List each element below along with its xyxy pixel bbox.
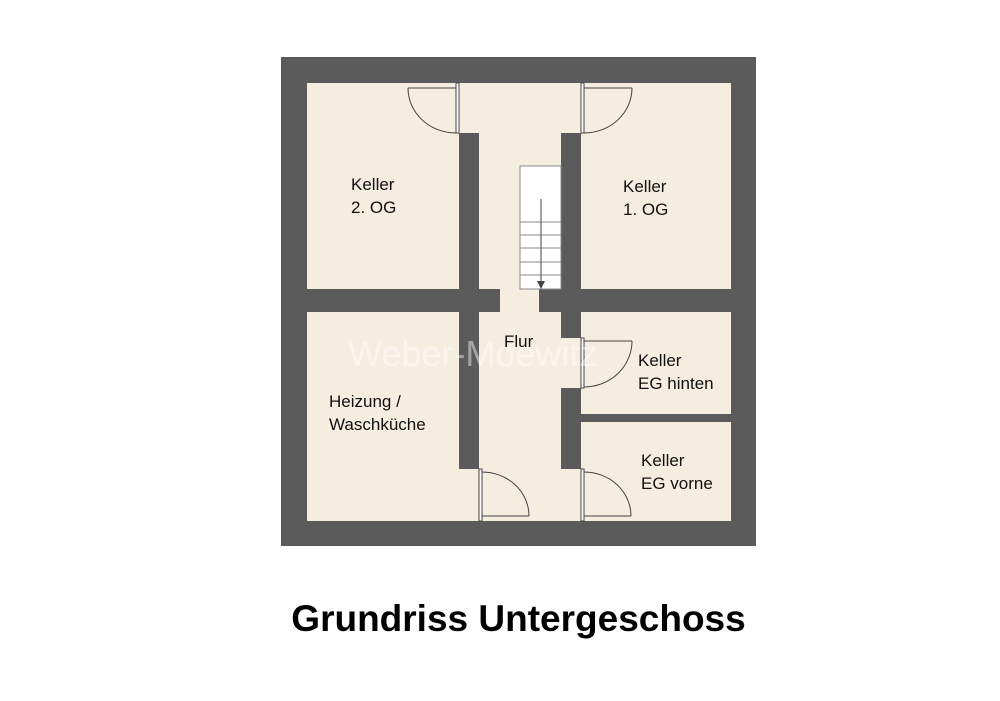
wall-horizontal-left (307, 289, 500, 312)
room-name: Keller (351, 175, 395, 194)
room-name: Keller (641, 451, 685, 470)
wall-corridor-left-upper (459, 133, 479, 289)
room-floor: 2. OG (351, 198, 397, 217)
arrow-head-icon (537, 281, 545, 289)
door-keller-eg-vorne (580, 468, 632, 522)
door-keller-2og (407, 82, 460, 134)
wall-corridor-right-lower (561, 388, 581, 469)
room-name: Flur (504, 332, 534, 351)
wall-corridor-right-upper (561, 133, 581, 289)
wall-corridor-right-mid (561, 312, 581, 338)
room-label-keller-eg-hinten: Keller EG hinten (638, 349, 714, 395)
room-name: Heizung / (329, 392, 401, 411)
room-floor: Waschküche (329, 415, 426, 434)
watermark: Weber-Moewitz (348, 333, 598, 374)
staircase (519, 165, 562, 290)
door-heizung (478, 468, 530, 522)
room-floor: 1. OG (623, 200, 669, 219)
room-label-keller-2og: Keller 2. OG (351, 173, 396, 219)
room-floor: EG vorne (641, 474, 713, 493)
room-floor: EG hinten (638, 374, 714, 393)
wall-horizontal-right (539, 289, 731, 312)
door-keller-1og (580, 82, 633, 134)
wall-divider-eg (581, 414, 731, 422)
room-name: Keller (623, 177, 667, 196)
room-name: Keller (638, 351, 682, 370)
page-title: Grundriss Untergeschoss (291, 598, 746, 639)
room-label-heizung: Heizung / Waschküche (329, 390, 426, 436)
room-label-keller-1og: Keller 1. OG (623, 175, 668, 221)
wall-corridor-left-lower (459, 312, 479, 469)
room-label-flur: Flur (504, 330, 533, 353)
room-label-keller-eg-vorne: Keller EG vorne (641, 449, 713, 495)
door-keller-eg-hinten (580, 337, 633, 389)
